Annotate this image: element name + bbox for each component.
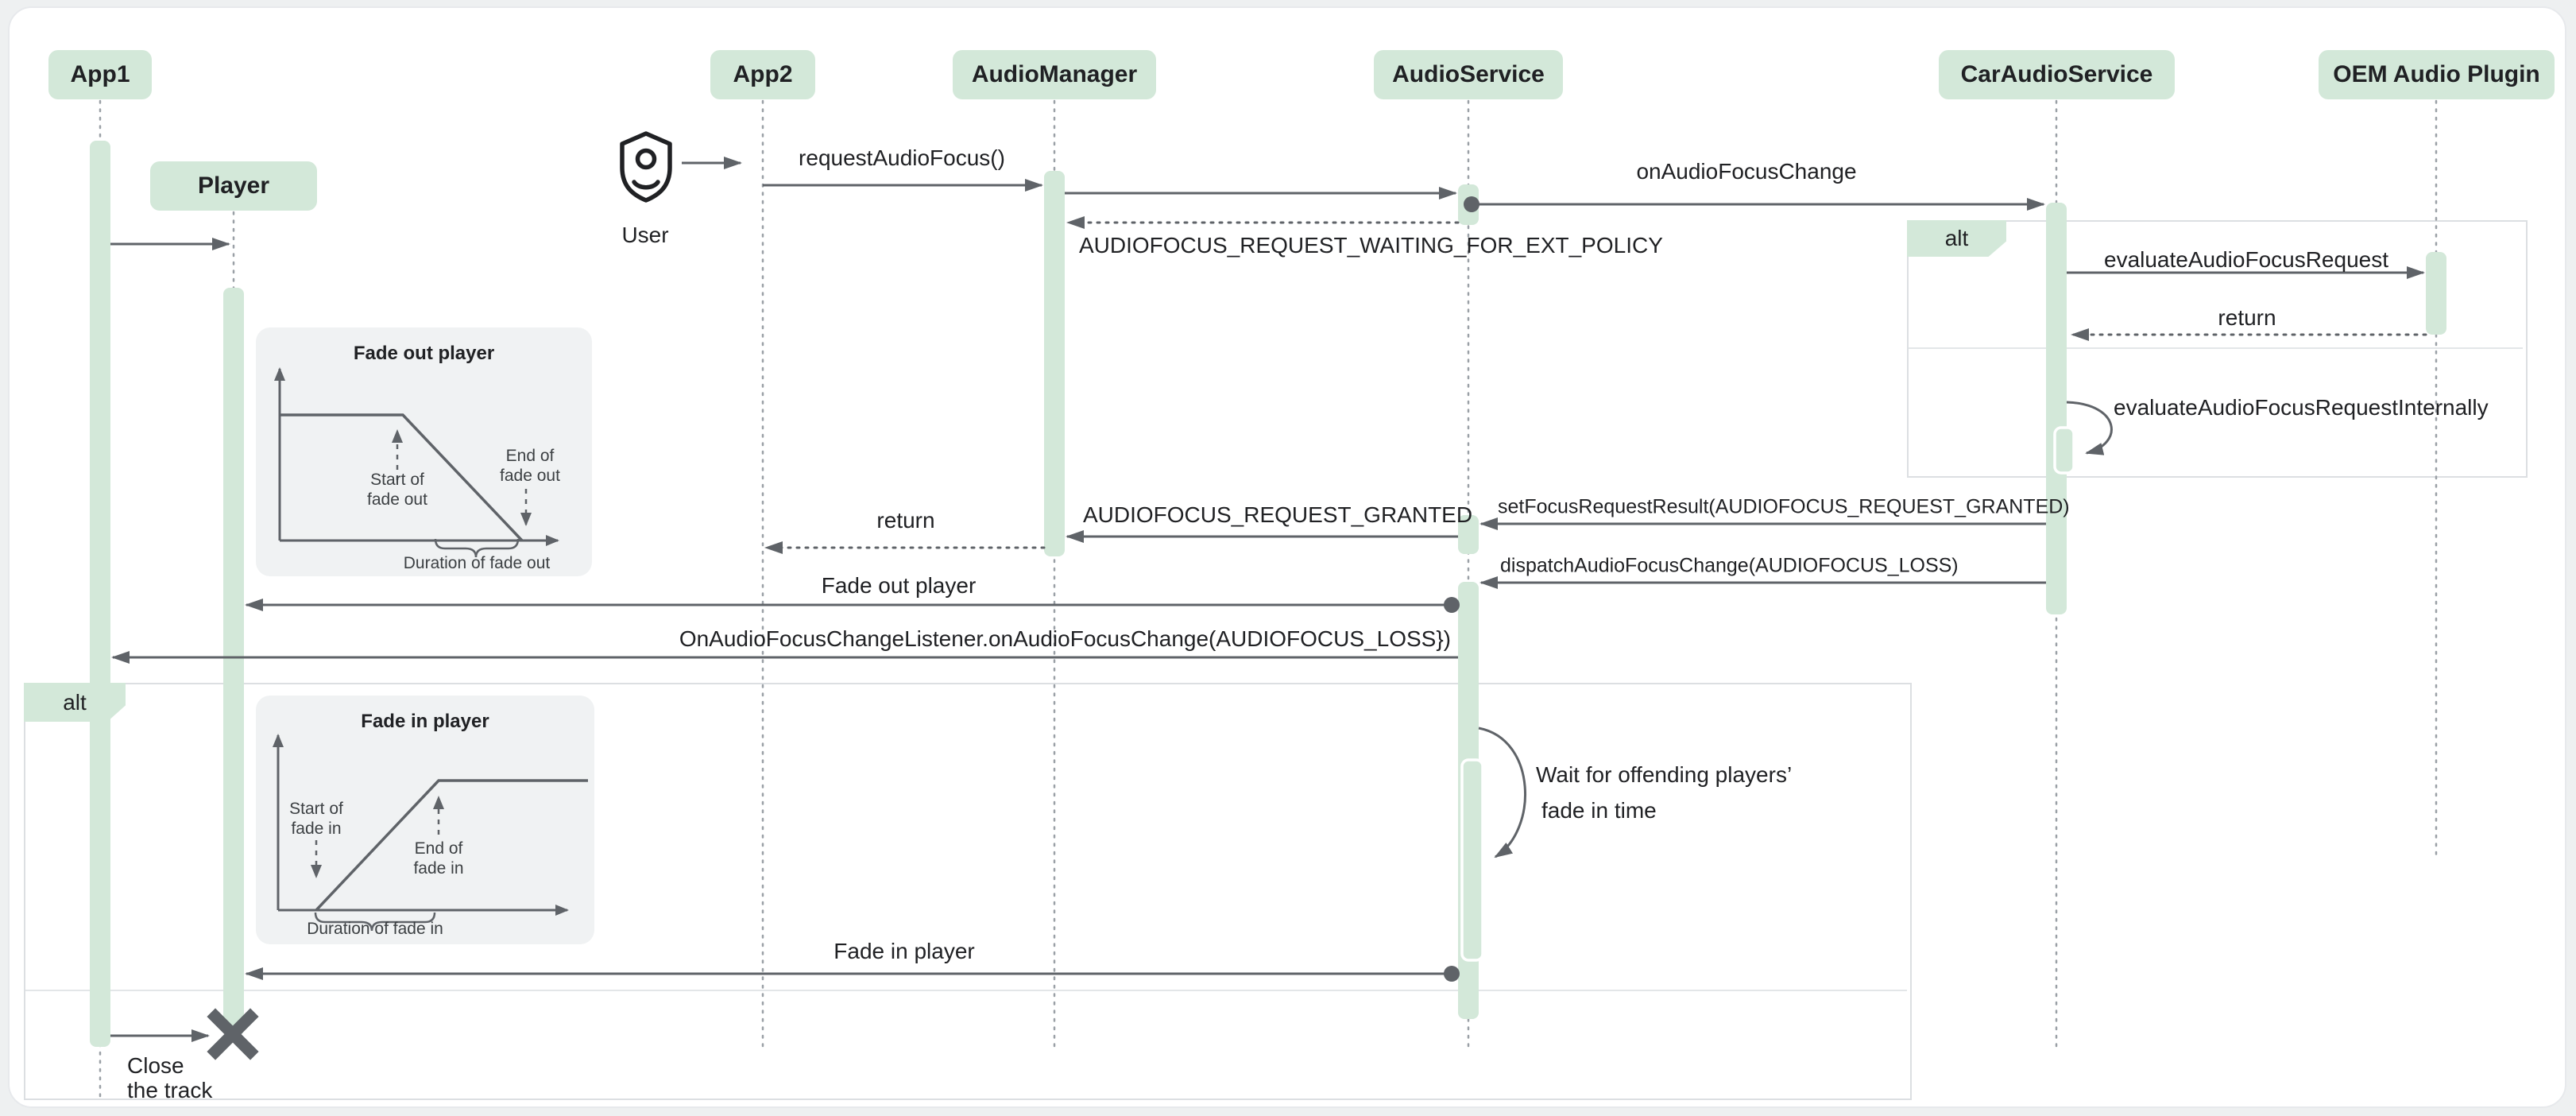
end-of-fade-out-label2: fade out <box>500 467 560 485</box>
label-fade-out-player: Fade out player <box>821 573 977 598</box>
fade-in-inset-chart: Fade in player Start of fade in End of f… <box>256 696 594 944</box>
label-request-granted: AUDIOFOCUS_REQUEST_GRANTED <box>1083 502 1473 527</box>
alt-frame-evaluation-divider <box>1909 347 2523 349</box>
arrow-evaluate-internally-self <box>2066 401 2113 455</box>
participant-app2: App2 <box>710 50 815 99</box>
label-wait-note-line2: fade in time <box>1541 798 1657 823</box>
label-set-focus-request-result: setFocusRequestResult(AUDIOFOCUS_REQUEST… <box>1498 495 2070 518</box>
participant-caraudioservice: CarAudioService <box>1939 50 2175 99</box>
fade-in-chart-graphics <box>273 734 588 932</box>
participant-player: Player <box>150 161 317 211</box>
start-of-fade-in-label2: fade in <box>291 820 342 838</box>
start-of-fade-out-label: Start of <box>370 471 424 489</box>
label-return-oem: return <box>2218 305 2276 330</box>
activation-oem-plugin <box>2426 252 2446 335</box>
activation-bars <box>90 141 2446 1047</box>
user-label: User <box>621 223 669 247</box>
activation-audioservice-2 <box>1458 515 1479 554</box>
fade-in-curve <box>315 779 588 912</box>
label-on-audio-focus-change: onAudioFocusChange <box>1636 159 1857 184</box>
label-waiting-ext-policy: AUDIOFOCUS_REQUEST_WAITING_FOR_EXT_POLIC… <box>1079 233 1663 258</box>
end-of-fade-in-label: End of <box>414 839 463 858</box>
participant-app1: App1 <box>48 50 152 99</box>
user-icon <box>620 131 672 203</box>
label-close-track-line2: the track <box>127 1078 213 1102</box>
destroy-x-icon <box>207 1008 259 1060</box>
label-fade-in-player: Fade in player <box>834 939 975 963</box>
alt-frame-evaluation <box>1907 220 2528 478</box>
duration-of-fade-in-label: Duration of fade in <box>307 920 443 938</box>
end-of-fade-in-label2: fade in <box>413 859 464 878</box>
activation-player <box>223 288 244 1036</box>
alt-frame-fade <box>24 683 1912 1100</box>
participant-audioservice: AudioService <box>1374 50 1563 99</box>
alt-label: alt <box>1944 226 1969 250</box>
arrow-wait-self-loop <box>1478 727 1526 858</box>
inset-title: Fade out player <box>353 343 495 364</box>
fade-out-chart-graphics <box>274 367 559 558</box>
message-arrows <box>110 157 2427 1042</box>
fade-out-curve <box>280 413 524 542</box>
fade-out-inset-chart: Fade out player Start of fade out End of… <box>256 327 592 576</box>
alt-frame-evaluation-tab: alt <box>1907 220 2006 257</box>
alt-frame-fade-divider <box>25 990 1907 991</box>
activation-caraudioservice <box>2046 203 2067 614</box>
label-listener-focus-change: OnAudioFocusChangeListener.onAudioFocusC… <box>679 626 1451 651</box>
label-evaluate-internally: evaluateAudioFocusRequestInternally <box>2114 395 2489 420</box>
end-of-fade-out-label: End of <box>505 447 555 465</box>
participant-oem-audio-plugin: OEM Audio Plugin <box>2319 50 2555 99</box>
label-request-audio-focus: requestAudioFocus() <box>799 145 1005 170</box>
duration-of-fade-out-label: Duration of fade out <box>403 554 551 572</box>
label-close-track-line1: Close <box>127 1053 184 1078</box>
duration-brace <box>434 538 520 558</box>
activation-audioservice-wait <box>1460 758 1484 962</box>
label-return-manager: return <box>876 508 935 533</box>
activation-app1 <box>90 141 110 1047</box>
label-wait-note-line1: Wait for offending players’ <box>1536 762 1793 787</box>
activation-caraudioservice-nested <box>2053 426 2075 475</box>
duration-brace <box>314 912 436 932</box>
start-of-fade-in-label: Start of <box>289 800 343 818</box>
inset-title: Fade in player <box>361 711 489 732</box>
label-evaluate-audio-focus-request: evaluateAudioFocusRequest <box>2103 247 2389 272</box>
start-of-fade-out-label2: fade out <box>367 490 427 509</box>
participant-audiomanager: AudioManager <box>953 50 1156 99</box>
alt-label: alt <box>63 689 87 715</box>
activation-audiomanager <box>1044 171 1065 556</box>
label-dispatch-focus-change: dispatchAudioFocusChange(AUDIOFOCUS_LOSS… <box>1500 554 1959 577</box>
